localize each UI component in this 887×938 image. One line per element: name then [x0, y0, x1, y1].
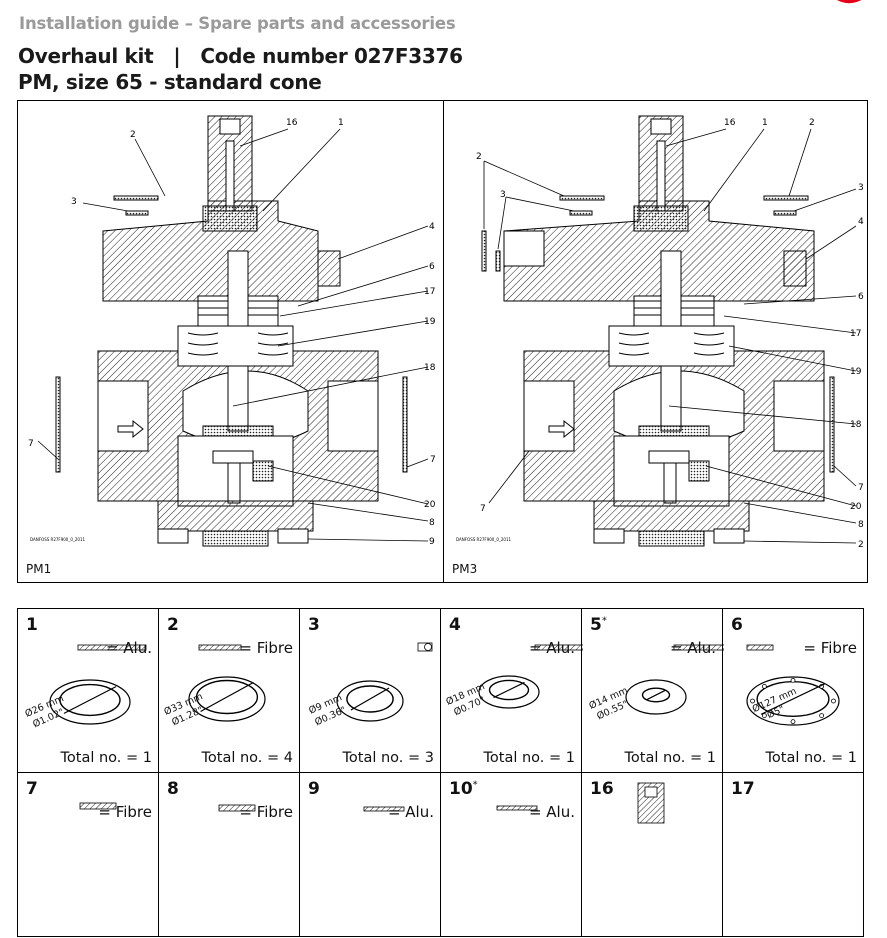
callout-6: 6	[429, 262, 435, 272]
callout-3: 3	[71, 197, 77, 207]
part-cell-7: 7 = Fibre	[17, 772, 159, 937]
callout-2: 2	[130, 130, 136, 140]
part-total: Total no. = 1	[483, 750, 575, 766]
part-number: 9	[308, 779, 320, 799]
callout-17: 17	[424, 287, 435, 297]
callout-7: 7	[28, 439, 34, 449]
callout-16: 16	[724, 118, 736, 128]
part-cell-10: 10* = Alu.	[440, 772, 582, 937]
callout-16: 16	[286, 118, 298, 128]
callout-19: 19	[424, 317, 436, 327]
callout-1: 1	[762, 118, 768, 128]
part-material: = Alu.	[669, 639, 716, 657]
kit-title: Overhaul kit | Code number 027F3376	[18, 44, 463, 68]
part-material: = Fibre	[98, 803, 152, 821]
part-number: 17	[731, 779, 755, 799]
part-cell-8: 8 = Fibre	[158, 772, 300, 937]
part-material: = Alu.	[528, 639, 575, 657]
part-cell-16: 16	[581, 772, 723, 937]
callout-8: 8	[858, 520, 864, 530]
callout-17: 17	[850, 329, 861, 339]
part-material: = Fibre	[803, 639, 857, 657]
part-number: 7	[26, 779, 38, 799]
guide-title: Installation guide – Spare parts and acc…	[19, 14, 456, 33]
part-drawing	[496, 805, 538, 811]
part-material: = Alu.	[105, 639, 152, 657]
callout-4: 4	[429, 222, 435, 232]
part-cell-17: 17	[722, 772, 864, 937]
drawing-panel: 2 16 1 3 4 6 17 19 18 7 20 8 9 7 DANFOSS…	[17, 100, 868, 583]
valve-drawings: 2 16 1 3 4 6 17 19 18 7 20 8 9 7 DANFOSS…	[28, 115, 864, 550]
part-drawing	[218, 804, 256, 812]
part-cell-9: 9 = Alu.	[299, 772, 441, 937]
callout-20: 20	[850, 502, 862, 512]
part-total: Total no. = 1	[624, 750, 716, 766]
callout-2c: 2	[858, 540, 864, 550]
drawing-label-pm1: PM1	[26, 562, 52, 576]
part-material: = Fibre	[239, 639, 293, 657]
callout-4: 4	[858, 217, 864, 227]
callout-6: 6	[858, 292, 864, 302]
part-drawing	[79, 802, 117, 810]
part-drawing	[746, 644, 840, 726]
part-number: 4	[449, 615, 461, 635]
valve-pm3-drawing	[481, 115, 857, 547]
part-number: 3	[308, 615, 320, 635]
callout-18: 18	[424, 363, 436, 373]
small-code-text: DANFOSS R27F900_0_2011	[30, 537, 86, 542]
callout-2b: 2	[809, 118, 815, 128]
part-number: 6	[731, 615, 743, 635]
callout-20: 20	[424, 500, 436, 510]
part-total: Total no. = 4	[201, 750, 293, 766]
kit-subtitle: PM, size 65 - standard cone	[18, 70, 322, 94]
part-drawing	[49, 644, 147, 725]
callout-18: 18	[850, 420, 862, 430]
drawing-label-pm3: PM3	[452, 562, 478, 576]
part-total: Total no. = 1	[765, 750, 857, 766]
part-drawing	[478, 644, 583, 709]
callout-19: 19	[850, 367, 862, 377]
part-drawing	[188, 644, 266, 722]
valve-pm1-drawing	[37, 115, 429, 547]
pm3-callout-labels: 2 16 1 2 3 3 4 6 17 19 18 7 7 20 8 2 DAN…	[456, 118, 864, 550]
part-number: 1	[26, 615, 38, 635]
part-total: Total no. = 1	[60, 750, 152, 766]
callout-8: 8	[429, 518, 435, 528]
part-drawing	[637, 782, 665, 824]
part-drawing	[336, 642, 433, 722]
panel-divider	[443, 101, 444, 582]
part-material: = Fibre	[239, 803, 293, 821]
part-material: = Alu.	[528, 803, 575, 821]
part-drawing	[363, 806, 405, 812]
callout-9: 9	[429, 537, 435, 547]
callout-1: 1	[338, 118, 344, 128]
pm1-callout-labels: 2 16 1 3 4 6 17 19 18 7 20 8 9 7 DANFOSS…	[28, 118, 436, 547]
part-number: 5*	[590, 615, 607, 635]
part-material: = Alu.	[387, 803, 434, 821]
part-number: 10*	[449, 779, 478, 799]
part-number: 16	[590, 779, 614, 799]
part-number: 8	[167, 779, 179, 799]
part-drawing	[625, 644, 724, 715]
callout-2: 2	[476, 152, 482, 162]
part-number: 2	[167, 615, 179, 635]
callout-7b: 7	[858, 483, 864, 493]
small-code-text: DANFOSS R27F900_0_2011	[456, 537, 512, 542]
part-total: Total no. = 3	[342, 750, 434, 766]
brand-logo-fragment	[837, 0, 862, 3]
callout-3: 3	[500, 190, 506, 200]
callout-3b: 3	[858, 183, 864, 193]
callout-7b: 7	[430, 455, 436, 465]
callout-7: 7	[480, 504, 486, 514]
